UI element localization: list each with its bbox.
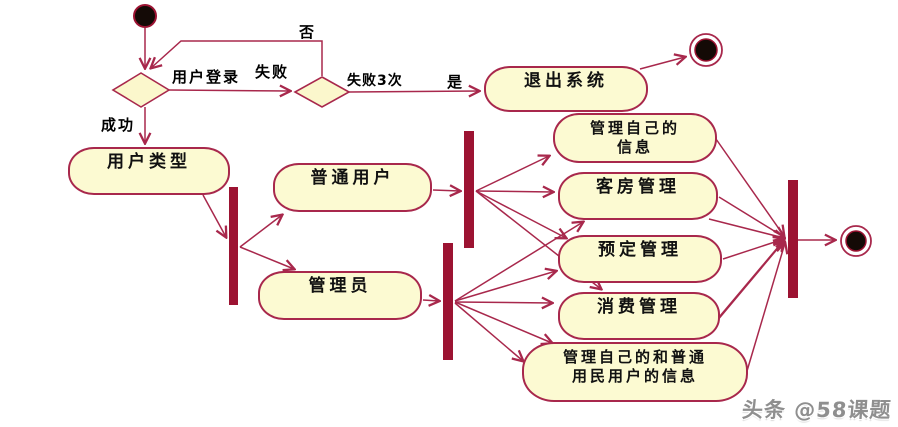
edge-b-to-join: [718, 196, 784, 237]
edge-b2-to-join: [708, 218, 784, 238]
activity-manage-own-info: 管理自己的 信息: [553, 113, 717, 163]
edge-normal-to-fork2: [432, 190, 460, 191]
start-node: [133, 4, 157, 28]
edge-retry-loop: [151, 40, 323, 76]
edge-fork2-b: [475, 191, 553, 192]
activity-label: 预定管理: [598, 240, 682, 260]
edge-a-to-join: [715, 138, 784, 236]
edge-exit-to-final: [639, 57, 685, 70]
edge-fork1-to-admin: [239, 246, 294, 269]
edge-e-to-join: [746, 243, 785, 372]
activity-label: 管理员: [308, 276, 372, 296]
edge-fork3-b: [454, 222, 583, 302]
label-fail: 失败: [255, 63, 290, 81]
edge-fail3-yes: [348, 91, 479, 92]
fork-bar-1: [229, 187, 238, 305]
activity-reservation-mgmt: 预定管理: [558, 235, 722, 283]
activity-exit-system: 退出系统: [484, 66, 648, 112]
activity-label: 管理自己的和普通: [562, 348, 707, 366]
activity-label: 信息: [616, 137, 653, 156]
decision-login: [111, 72, 171, 108]
activity-room-mgmt: 客房管理: [558, 172, 718, 220]
activity-normal-user: 普通用户: [273, 163, 432, 212]
activity-label: 用户类型: [107, 152, 191, 172]
activity-consumption-mgmt: 消费管理: [558, 292, 720, 340]
label-success: 成功: [101, 116, 136, 134]
fork-bar-2: [464, 131, 474, 248]
decision-retry: [293, 76, 351, 108]
fork-bar-3: [443, 243, 453, 360]
label-fail-3x: 失败3次: [347, 73, 403, 89]
activity-label: 管理自己的: [589, 119, 680, 137]
label-no: 否: [299, 23, 317, 41]
edge-fork3-e1: [454, 301, 552, 343]
edge-fork2-a: [475, 156, 549, 192]
edge-admin-to-fork3: [422, 300, 439, 301]
activity-user-type: 用户类型: [68, 147, 230, 195]
activity-label: 退出系统: [524, 71, 608, 91]
activity-label: 客房管理: [596, 177, 680, 197]
edge-login-fail: [168, 90, 290, 91]
final-node-1: [689, 33, 723, 67]
label-yes: 是: [447, 73, 465, 91]
edge-fork3-c: [454, 271, 556, 302]
edge-fork2-c: [475, 190, 566, 238]
edge-fork3-e2: [454, 302, 523, 361]
join-bar: [788, 180, 798, 298]
edge-c-to-join: [722, 239, 784, 260]
activity-manage-all-info: 管理自己的和普通 用民用户的信息: [522, 342, 748, 402]
edge-fork1-to-normal: [239, 215, 282, 248]
watermark: 头条 @58课题: [741, 398, 893, 422]
label-user-login: 用户登录: [172, 68, 241, 86]
activity-label: 消费管理: [597, 297, 681, 317]
activity-label: 用民用户的信息: [571, 366, 698, 385]
final-node-2: [840, 225, 872, 257]
edge-usertype-to-fork1: [202, 194, 226, 237]
edge-fork3-d: [454, 302, 552, 303]
activity-admin: 管理员: [258, 271, 422, 320]
activity-label: 普通用户: [310, 168, 395, 188]
